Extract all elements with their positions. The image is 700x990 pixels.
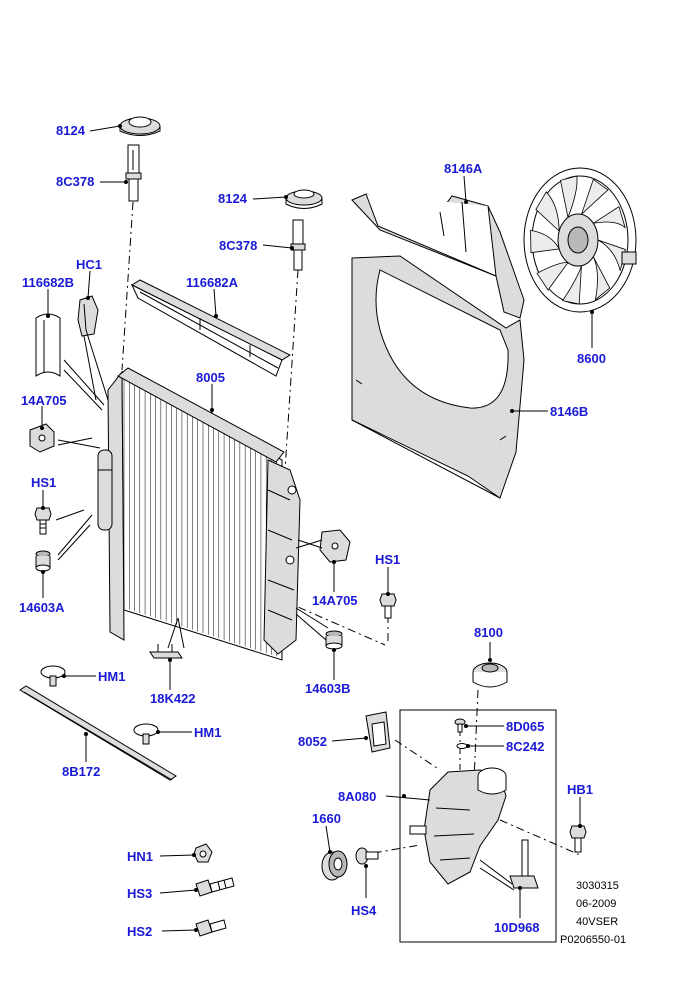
seal-116682a-part (130, 279, 292, 377)
part-labels: 8124 8C378 8124 8C378 8146A 8600 8146B H… (19, 123, 606, 939)
leader-dots (40, 124, 594, 932)
label-8124-top: 8124 (56, 123, 86, 138)
label-14a705-left: 14A705 (21, 393, 67, 408)
washer-8c242-part (456, 743, 468, 749)
label-hs1-right: HS1 (375, 552, 400, 567)
label-8052: 8052 (298, 734, 327, 749)
label-8b172: 8B172 (62, 764, 100, 779)
label-hs4: HS4 (351, 903, 377, 918)
meta-line-1: 3030315 (576, 880, 619, 892)
label-116682a: 116682A (186, 275, 239, 290)
tank-8a080-part (409, 767, 507, 885)
leader-lines-right-mount (295, 539, 329, 641)
label-18k422: 18K422 (150, 691, 196, 706)
mount-14603b-part (325, 630, 343, 650)
cap-8100-part (472, 662, 508, 688)
cap-8124-mid-part (285, 189, 323, 209)
sensor-8c378-mid-part (290, 219, 306, 271)
label-8a080: 8A080 (338, 789, 376, 804)
label-10d968: 10D968 (494, 920, 540, 935)
screw-8d065-part (454, 718, 466, 733)
hm1-bottom-part (133, 723, 159, 745)
label-hm1-bottom: HM1 (194, 725, 221, 740)
shroud-8146a-part (351, 193, 525, 319)
label-14603b: 14603B (305, 681, 351, 696)
leader-lines-left (55, 329, 109, 561)
label-8c378-top: 8C378 (56, 174, 94, 189)
radiator-8005-part (97, 367, 301, 661)
bar-8b172-part (19, 685, 177, 781)
label-8146b: 8146B (550, 404, 588, 419)
bracket-14a705-left-part (29, 423, 55, 453)
mount-14603a-part (35, 550, 51, 572)
bolt-hs4-part (355, 847, 379, 865)
bolt-hs1-left-part (34, 507, 52, 535)
label-14a705-right: 14A705 (312, 593, 358, 608)
pulley-1660-part (321, 850, 348, 881)
hm1-top-part (40, 665, 66, 687)
label-8146a: 8146A (444, 161, 483, 176)
label-8d065: 8D065 (506, 719, 544, 734)
label-8c242: 8C242 (506, 739, 544, 754)
cap-8124-top-part (119, 116, 161, 136)
label-1660: 1660 (312, 811, 341, 826)
label-hc1: HC1 (76, 257, 102, 272)
bolt-hs2-part (195, 919, 227, 937)
bolt-hb1-part (569, 825, 587, 853)
label-14603a: 14603A (19, 600, 65, 615)
sensor-10d968-part (479, 839, 539, 891)
label-hs2: HS2 (127, 924, 152, 939)
label-hs1-left: HS1 (31, 475, 56, 490)
label-hs3: HS3 (127, 886, 152, 901)
bracket-8052-part (365, 711, 391, 753)
nut-hn1-part (193, 843, 213, 863)
label-8c378-mid: 8C378 (219, 238, 257, 253)
label-hn1: HN1 (127, 849, 153, 864)
dashed-center-lines (121, 201, 581, 857)
bolt-hs1-right-part (379, 593, 397, 619)
seal-116682b-part (35, 313, 61, 377)
label-8600: 8600 (577, 351, 606, 366)
meta-line-3: 40VSER (576, 916, 618, 928)
label-8005: 8005 (196, 370, 225, 385)
drawing-meta: 3030315 06-2009 40VSER P0206550-01 (560, 880, 626, 946)
bracket-14a705-right-part (319, 529, 351, 563)
fan-8600-part (523, 167, 637, 313)
meta-line-2: 06-2009 (576, 898, 616, 910)
meta-line-4: P0206550-01 (560, 934, 626, 946)
sensor-8c378-top-part (125, 144, 142, 202)
bolt-hs3-part (195, 877, 235, 897)
shroud-8146b-part (351, 255, 525, 499)
clip-18k422-part (149, 617, 185, 659)
label-8124-mid: 8124 (218, 191, 248, 206)
label-hb1: HB1 (567, 782, 593, 797)
label-8100: 8100 (474, 625, 503, 640)
callout-leaders (41, 125, 593, 932)
label-hm1-top: HM1 (98, 669, 125, 684)
clip-hc1-part (77, 295, 99, 337)
label-116682b: 116682B (22, 275, 74, 290)
tank-kit-box (399, 709, 557, 943)
